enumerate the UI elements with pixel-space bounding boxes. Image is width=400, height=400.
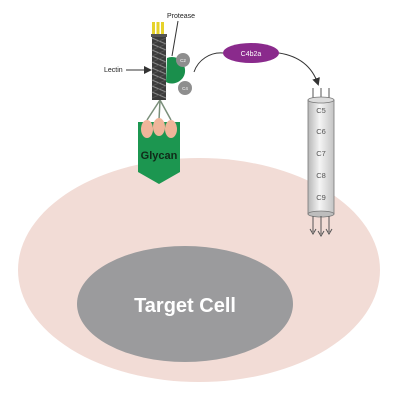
c4b2a-label: C4b2a: [241, 51, 262, 58]
target-cell-nucleus: [77, 246, 293, 362]
target-cell-label: Target Cell: [134, 295, 236, 317]
mac-component-labels: C5 C6 C7 C8 C9: [316, 106, 326, 202]
carbohydrate-recognition-domains: [141, 99, 177, 138]
protease-label: Protease: [167, 13, 195, 20]
mac-component-c7: C7: [316, 149, 326, 158]
c4b2a-to-mac-arrow: [278, 52, 320, 86]
mac-component-c6: C6: [316, 127, 326, 136]
mac-component-c5: C5: [316, 106, 326, 115]
svg-text:C2: C2: [180, 58, 186, 63]
c4-molecule: C4: [178, 81, 192, 95]
c2-molecule: C2: [176, 53, 190, 67]
protease-to-c4b2a-curve: [193, 52, 224, 73]
membrane-attack-complex: [307, 88, 335, 237]
lectin-stalk: [151, 36, 167, 100]
lectin-tip: [151, 22, 167, 37]
mac-component-c9: C9: [316, 193, 326, 202]
protease-pointer: [171, 20, 179, 57]
mac-component-c8: C8: [316, 171, 326, 180]
glycan-label: Glycan: [141, 150, 178, 162]
svg-text:C4: C4: [182, 86, 188, 91]
c4b2a-complex: [223, 43, 279, 63]
lectin-label: Lectin: [104, 67, 123, 74]
